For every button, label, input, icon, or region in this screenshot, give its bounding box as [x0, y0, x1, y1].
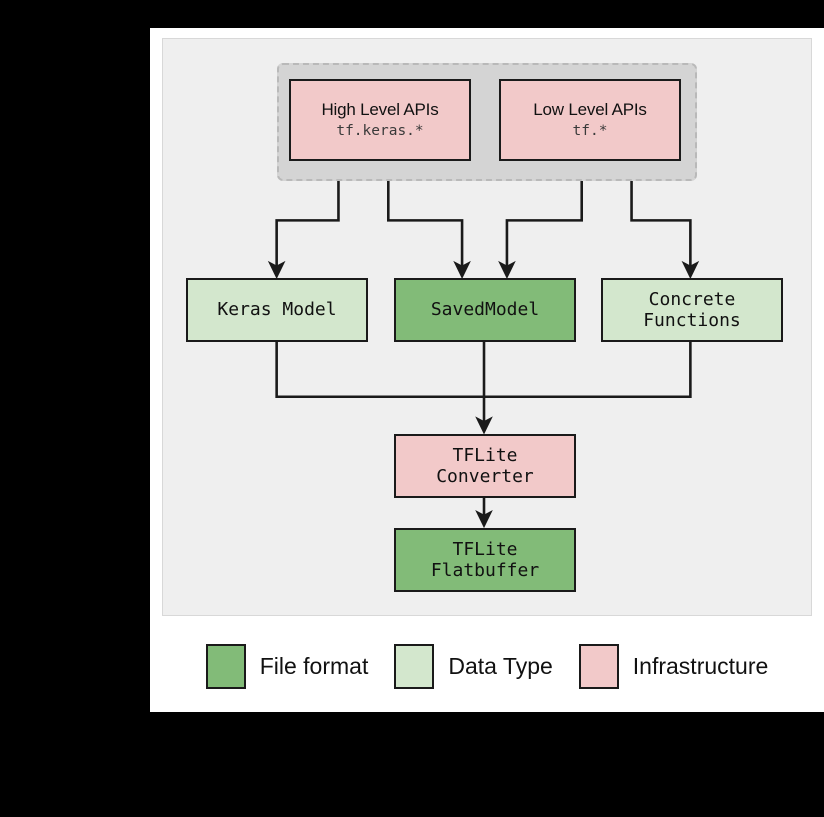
node-tflite-flatbuffer[interactable]: TFLite Flatbuffer [394, 528, 576, 592]
node-keras-model[interactable]: Keras Model [186, 278, 368, 342]
edge-keras-to-bus [275, 340, 485, 399]
node-high-level-apis[interactable]: High Level APIs tf.keras.* [289, 79, 471, 161]
legend-label-file-format: File format [259, 652, 369, 679]
edge-concrete-to-bus [484, 340, 692, 399]
diagram-card: High Level APIs tf.keras.* Low Level API… [150, 28, 824, 712]
node-concrete-functions-line1: Concrete [648, 288, 736, 310]
node-keras-model-line1: Keras Model [217, 299, 337, 321]
legend: File format Data Type Infrastructure [162, 628, 812, 704]
node-tflite-converter-line2: Converter [436, 466, 534, 487]
node-tflite-flatbuffer-line2: Flatbuffer [430, 560, 540, 581]
legend-swatch-data-type [394, 643, 435, 689]
node-concrete-functions[interactable]: Concrete Functions [601, 278, 783, 342]
legend-label-data-type: Data Type [448, 652, 553, 679]
node-tflite-converter[interactable]: TFLite Converter [394, 434, 576, 498]
legend-label-infrastructure: Infrastructure [632, 652, 769, 679]
node-low-level-apis-title: Low Level APIs [533, 99, 647, 119]
node-high-level-apis-subtitle: tf.keras.* [336, 122, 424, 139]
legend-swatch-infrastructure [578, 643, 619, 689]
node-concrete-functions-line2: Functions [643, 310, 741, 331]
node-savedmodel[interactable]: SavedModel [394, 278, 576, 342]
diagram-panel: High Level APIs tf.keras.* Low Level API… [162, 38, 812, 616]
node-low-level-apis[interactable]: Low Level APIs tf.* [499, 79, 681, 161]
legend-item-file-format: File format [205, 643, 369, 689]
node-low-level-apis-subtitle: tf.* [572, 122, 608, 139]
node-high-level-apis-title: High Level APIs [321, 99, 439, 119]
node-tflite-converter-line1: TFLite [452, 444, 518, 466]
legend-item-infrastructure: Infrastructure [578, 643, 769, 689]
node-savedmodel-line1: SavedModel [430, 299, 540, 321]
legend-item-data-type: Data Type [394, 643, 553, 689]
legend-swatch-file-format [205, 643, 246, 689]
node-tflite-flatbuffer-line1: TFLite [452, 538, 518, 560]
